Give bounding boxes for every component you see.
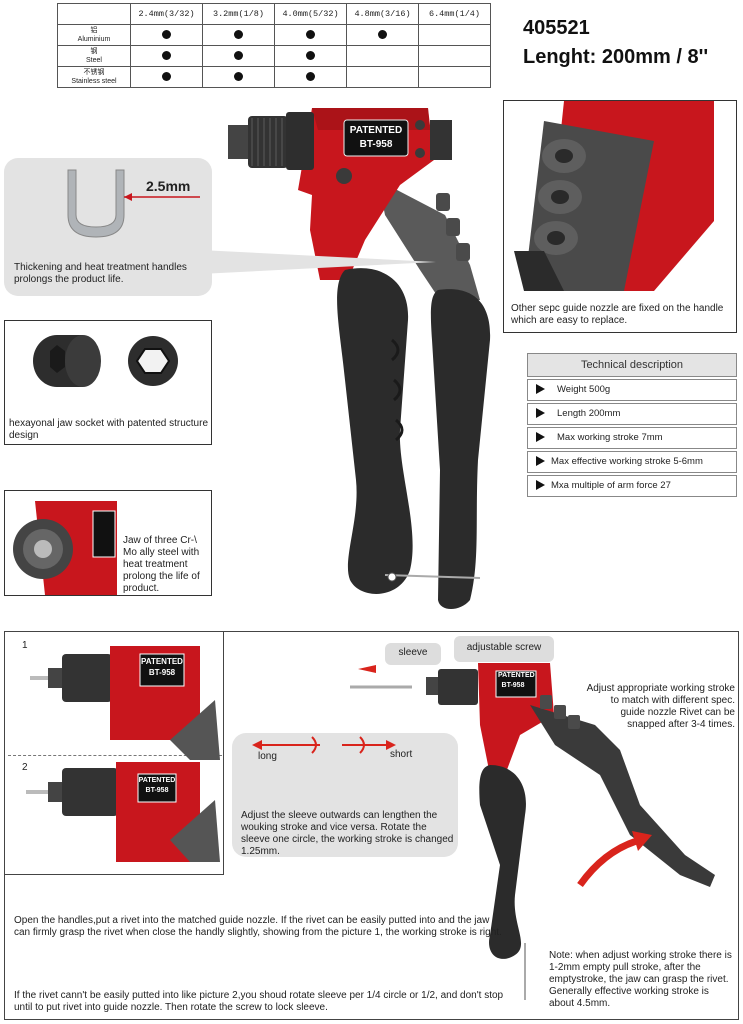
triangle-bullet-icon [536, 384, 545, 395]
left-grip [337, 268, 413, 594]
step-2-label: 2 [22, 762, 28, 773]
patented-text: PATENTED [349, 125, 403, 136]
sleeve-adjust-callout [232, 733, 458, 857]
u-profile-diagram [67, 169, 200, 238]
material-cn: 钢 [90, 48, 98, 55]
sleeve-adjust-text: Adjust the sleeve outwards can lengthen … [241, 810, 454, 857]
step-illustrations [26, 646, 220, 862]
compatible-dot [162, 50, 171, 60]
material-cn: 不锈钢 [83, 69, 105, 76]
tech-title: Technical description [527, 353, 737, 377]
socket-text: hexayonal jaw socket with patented struc… [9, 418, 208, 441]
nozzle-stud [446, 218, 460, 236]
compatible-dot [234, 71, 243, 81]
tool-length: Lenght: 200mm / 8'' [523, 46, 709, 68]
adjust-tool-illustration [350, 663, 715, 1000]
table-row: 钢 Steel [57, 45, 491, 67]
body-rivet [336, 168, 352, 184]
triangle-bullet-icon [536, 480, 545, 491]
hex-socket-image [33, 335, 178, 387]
patented-badge [343, 119, 409, 157]
technical-description: Technical description Weight 500g Length… [527, 353, 737, 497]
tech-item: Mxa multiple of arm force 27 [527, 475, 737, 497]
size-header: 6.4mm(1/4) [418, 3, 491, 25]
adjust-text: Adjust appropriate working stroke to mat… [586, 683, 735, 730]
rear-cap [430, 120, 452, 160]
material-cell: 不锈钢 Stainless steel [57, 66, 131, 88]
pictures-frame [4, 631, 224, 875]
thickness-value: 2.5mm [146, 178, 191, 194]
compatible-dot [378, 29, 387, 39]
thickness-text: Thickening and heat treatment handles pr… [14, 262, 187, 285]
material-cn: 铝 [90, 27, 98, 34]
adjustable-screw-label: adjustable screw [454, 636, 554, 662]
table-row: 不锈钢 Stainless steel [57, 66, 491, 88]
rivet-compatibility-table: 2.4mm(3/32) 3.2mm(1/8) 4.0mm(5/32) 4.8mm… [57, 3, 491, 88]
nozzle-detail-box: Other sepc guide nozzle are fixed on the… [503, 100, 737, 333]
rivet-gun-illustration [228, 108, 491, 609]
nozzle-detail-image [504, 101, 736, 291]
jaw-image [5, 491, 117, 595]
compatible-dot [306, 50, 315, 60]
triangle-bullet-icon [536, 456, 545, 467]
table-row: 铝 Aluminium [57, 24, 491, 46]
compatible-dot [162, 29, 171, 39]
compatible-dot [306, 71, 315, 81]
sleeve-label: sleeve [385, 643, 441, 665]
nozzle-stud [456, 243, 470, 261]
open-handles-text: Open the handles,put a rivet into the ma… [14, 915, 502, 938]
guide-nozzle [228, 125, 250, 159]
triangle-bullet-icon [536, 432, 545, 443]
nozzle-text: Other sepc guide nozzle are fixed on the… [511, 303, 724, 326]
tech-item: Weight 500g [527, 379, 737, 401]
pictures-divider [8, 755, 222, 756]
nozzle-stud [436, 193, 450, 211]
model-number: 405521 [523, 17, 590, 39]
patented-label: PATENTED BT-958 [344, 124, 408, 152]
adjustable-screw [286, 112, 314, 170]
tech-item: Max effective working stroke 5-6mm [527, 451, 737, 473]
triangle-bullet-icon [536, 408, 545, 419]
note-text: Note: when adjust working stroke there i… [549, 950, 732, 1009]
compat-cell [418, 66, 491, 88]
right-grip [430, 289, 491, 609]
compatible-dot [306, 29, 315, 39]
compatible-dot [234, 29, 243, 39]
jaw-text: Jaw of three Cr-\ Mo ally steel with hea… [123, 535, 200, 594]
material-en: Steel [86, 57, 102, 64]
socket-detail-box: hexayonal jaw socket with patented struc… [4, 320, 212, 445]
model-text: BT-958 [359, 139, 393, 150]
rotate-sleeve-text: If the rivet cann't be easily putted int… [14, 990, 504, 1013]
material-en: Stainless steel [71, 78, 117, 85]
material-cell: 钢 Steel [57, 45, 131, 67]
compatible-dot [234, 50, 243, 60]
direction-arrows [252, 736, 396, 754]
compatible-dot [162, 71, 171, 81]
tech-item: Max working stroke 7mm [527, 427, 737, 449]
step-1-label: 1 [22, 640, 28, 651]
callout-pointer [200, 250, 436, 274]
jaw-detail-box: Jaw of three Cr-\ Mo ally steel with hea… [4, 490, 212, 596]
material-en: Aluminium [77, 36, 111, 43]
long-label: long [258, 751, 277, 762]
upper-handle-arm [378, 180, 480, 300]
tech-item: Length 200mm [527, 403, 737, 425]
compat-cell [130, 66, 203, 88]
short-label: short [390, 749, 413, 760]
